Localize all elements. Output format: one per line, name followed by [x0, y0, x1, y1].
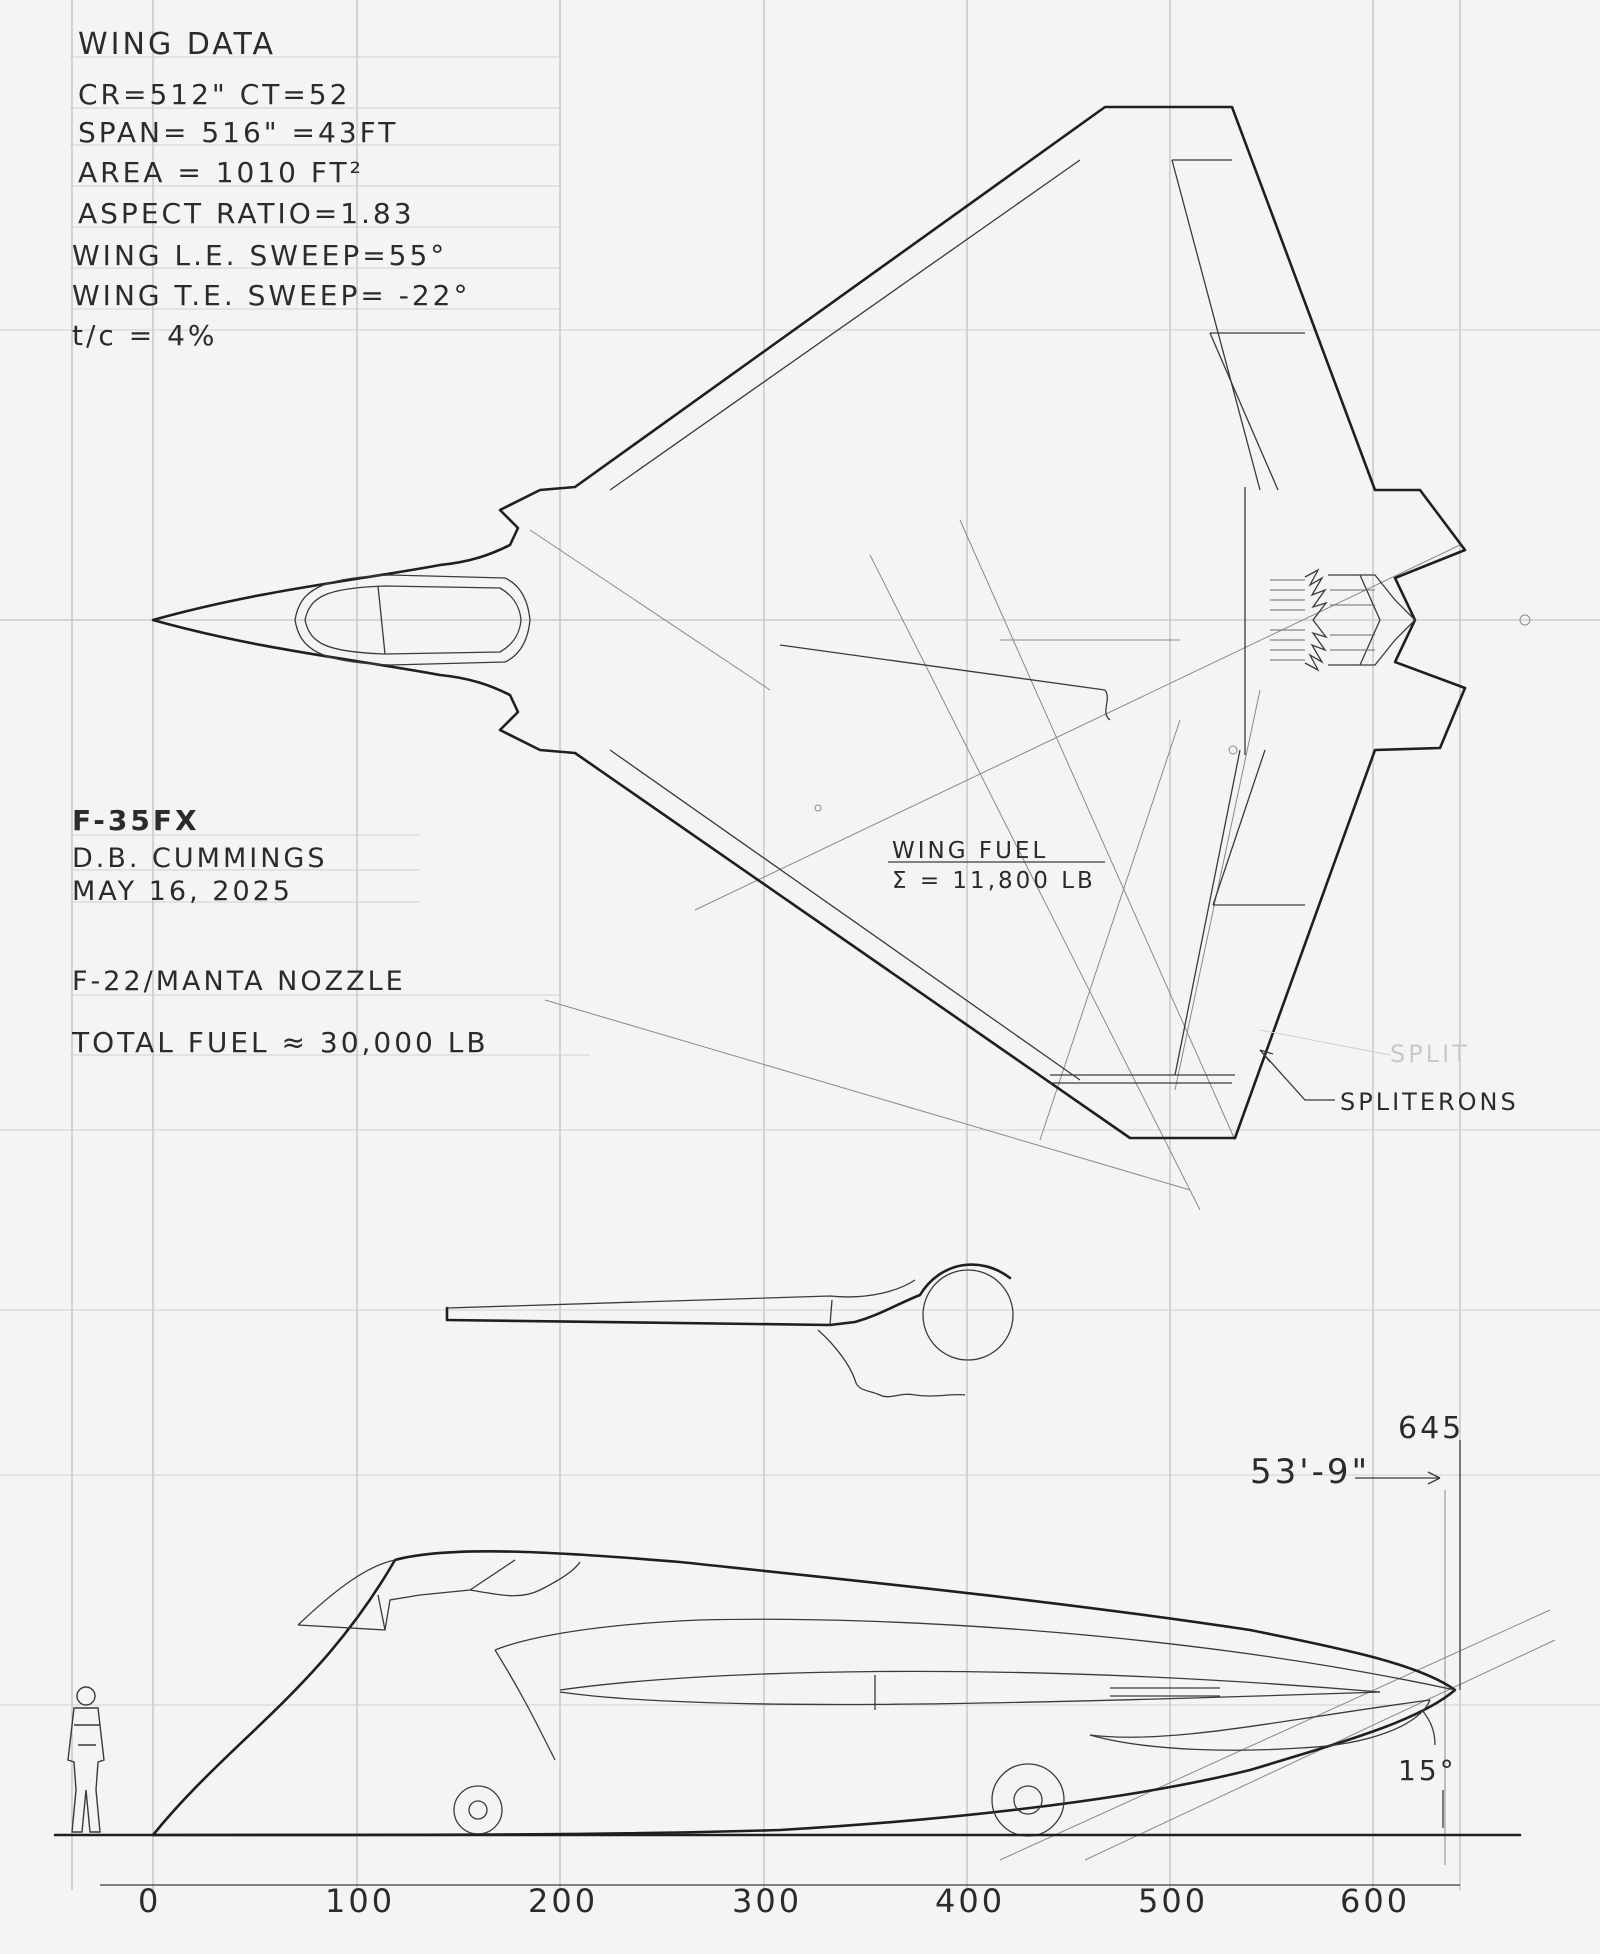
wing-fuel-title: WING FUEL: [892, 838, 1048, 864]
scale-tick-label: 400: [935, 1882, 1005, 1920]
length-dimension-inches: 645: [1398, 1411, 1464, 1446]
grid-lines: [0, 0, 1600, 1890]
nose-wheel-hub: [468, 1800, 488, 1820]
author-name: D.B. CUMMINGS: [72, 843, 328, 874]
rotation-angle-label: 15°: [1398, 1754, 1457, 1787]
wing-fuel-value: Σ = 11,800 LB: [892, 868, 1096, 894]
total-fuel-note: TOTAL FUEL ≈ 30,000 LB: [71, 1026, 489, 1059]
split-ghost-label: SPLIT: [1390, 1040, 1470, 1068]
title-block: F-35FX D.B. CUMMINGS MAY 16, 2025 F-22/M…: [71, 804, 489, 1059]
wing-data-line: t/c = 4%: [72, 319, 218, 352]
scale-tick-label: 0: [138, 1882, 161, 1920]
side-fuselage-outline: [151, 1550, 1457, 1837]
pilot-figure: [67, 1686, 105, 1833]
scale-tick-label: 600: [1340, 1882, 1410, 1920]
side-view: 645 53'-9" 15°: [53, 1411, 1556, 1865]
main-wheel-hub: [1013, 1785, 1043, 1815]
scale-tick-label: 300: [732, 1882, 802, 1920]
canopy-outline: [294, 574, 531, 666]
length-dimension-feet: 53'-9": [1250, 1452, 1370, 1492]
wing-data-block: WING DATA CR=512" CT=52 SPAN= 516" =43FT…: [72, 27, 470, 352]
aircraft-designation: F-35FX: [72, 804, 200, 837]
nose-wheel: [453, 1785, 503, 1835]
nozzle-serrations: [1304, 568, 1328, 672]
spliterons-label: SPLITERONS: [1340, 1088, 1519, 1116]
drawing-date: MAY 16, 2025: [72, 876, 293, 907]
front-view: [445, 1263, 1014, 1398]
wing-data-line: SPAN= 516" =43FT: [78, 116, 398, 149]
front-wing-outline: [445, 1263, 1012, 1327]
nozzle-note: F-22/MANTA NOZZLE: [72, 966, 406, 997]
wing-data-title: WING DATA: [78, 27, 276, 62]
wing-data-line: ASPECT RATIO=1.83: [78, 197, 415, 230]
wing-data-line: AREA = 1010 FT²: [78, 156, 364, 189]
wing-data-line: CR=512" CT=52: [78, 78, 350, 111]
main-wheel: [991, 1763, 1065, 1837]
text-ruling: [70, 56, 590, 1056]
scale-bar: 0 100 200 300 400 500 600: [100, 1882, 1460, 1920]
scale-tick-label: 200: [528, 1882, 598, 1920]
scale-tick-label: 500: [1138, 1882, 1208, 1920]
wing-data-line: WING T.E. SWEEP= -22°: [72, 279, 470, 312]
plan-view: WING FUEL Σ = 11,800 LB SPLITERONS SPLIT: [151, 105, 1531, 1211]
wing-data-line: WING L.E. SWEEP=55°: [72, 239, 447, 272]
scale-tick-label: 100: [325, 1882, 395, 1920]
intake-circle: [922, 1269, 1014, 1361]
